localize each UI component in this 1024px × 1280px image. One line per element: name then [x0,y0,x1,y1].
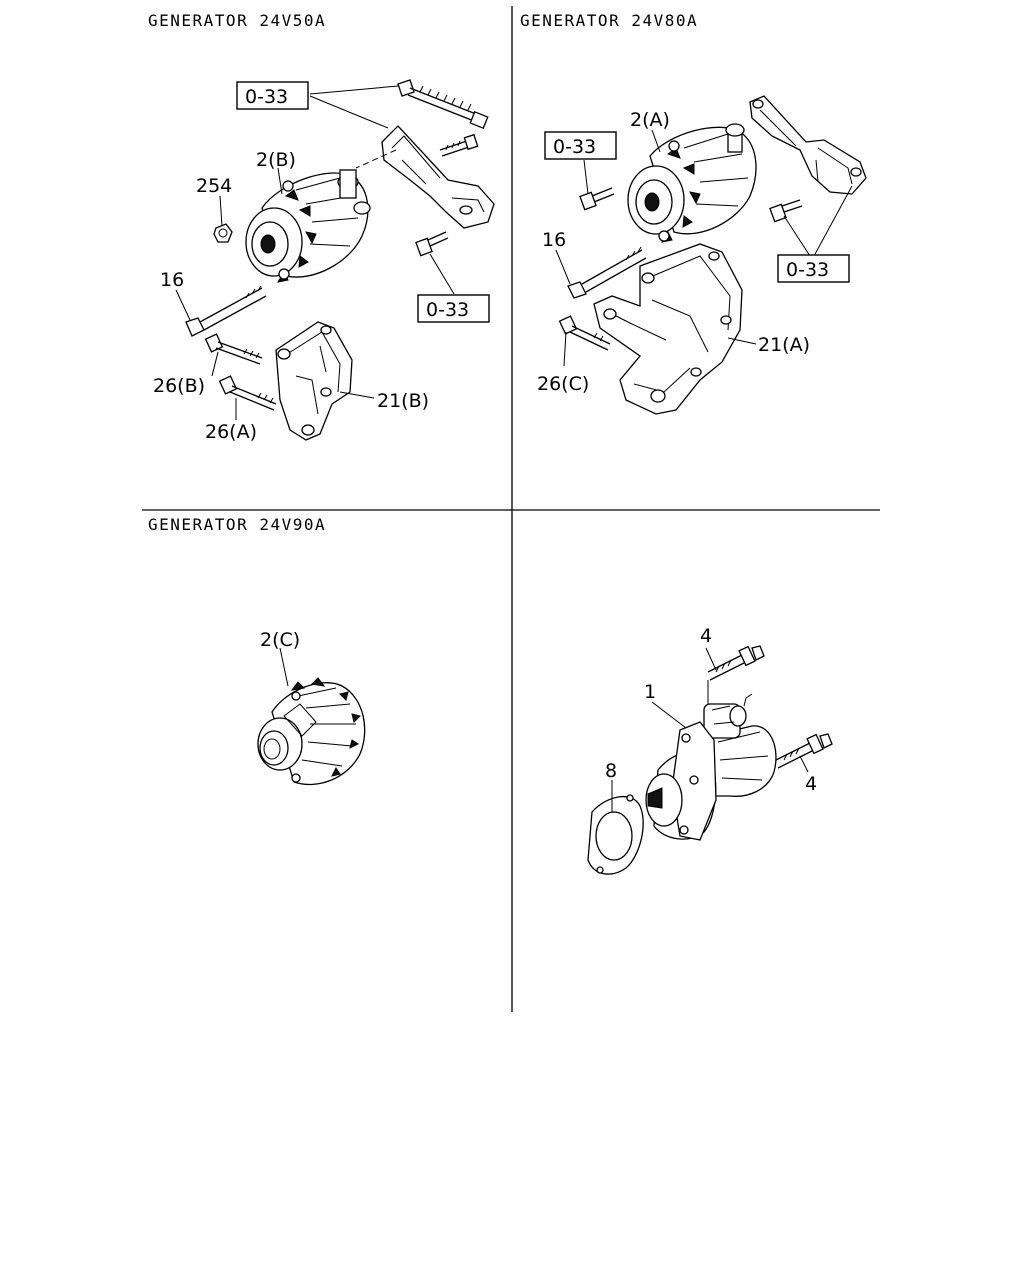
label-2c: 2(C) [260,629,300,651]
upper-support-bracket [717,95,867,195]
label-21b: 21(B) [377,390,429,412]
ref-label-0-33-left: 0-33 [553,136,596,158]
label-4-right: 4 [805,773,817,795]
label-26b: 26(B) [153,375,205,397]
label-26a: 26(A) [205,421,257,443]
bolt-26a [218,375,277,411]
bolt-26c [558,315,611,351]
label-2a: 2(A) [630,109,670,131]
strap-bolt [439,133,479,157]
gasket-8 [587,794,644,875]
through-bolt-16-80a [567,246,647,299]
starter-motor-1 [645,680,777,841]
title-generator-24v80a: GENERATOR 24V80A [520,11,698,30]
panel-generator-24v90a: 2(C) [257,629,366,786]
ref-label-0-33-bottom: 0-33 [426,299,469,321]
panel-generator-24v80a: 2(A) 0-33 0-33 16 26(C) 21(A) [537,95,867,415]
bolt-4-top [707,645,765,681]
adjust-strap-bracket [355,125,495,229]
label-1: 1 [644,681,656,703]
panel-starter: 4 1 4 8 [587,625,833,875]
ref-box-0-33-bottom [417,294,490,323]
generator-2b [245,169,371,283]
label-21a: 21(A) [758,334,810,356]
lower-strap-bolt [415,231,449,257]
upper-adjust-bolt [397,79,489,130]
label-16: 16 [160,269,184,291]
bolt-4-right [775,733,833,769]
support-bracket-bolt [769,199,803,223]
bracket-21a [593,243,743,415]
through-bolt-16 [185,285,267,337]
title-generator-24v50a: GENERATOR 24V50A [148,11,326,30]
bracket-21b [275,321,353,441]
label-2b: 2(B) [256,149,296,171]
label-4-top: 4 [700,625,712,647]
nut-254 [213,223,233,243]
ref-box-0-33-top [236,81,309,110]
label-254: 254 [196,175,232,197]
label-16-80a: 16 [542,229,566,251]
label-26c: 26(C) [537,373,589,395]
ref-label-0-33-top: 0-33 [245,86,288,108]
label-8: 8 [605,760,617,782]
bolt-26b [204,333,263,365]
title-generator-24v90a: GENERATOR 24V90A [148,515,326,534]
panel-generator-24v50a: 0-33 0-33 2(B) 254 16 26(B) 26(A) 21(B) [153,79,495,443]
generator-upper-bolt [579,187,615,211]
ref-box-0-33-right [777,254,850,283]
ref-label-0-33-right: 0-33 [786,259,829,281]
generator-2c [257,677,366,786]
ref-box-0-33-left [544,131,617,160]
generator-2a [627,123,757,243]
